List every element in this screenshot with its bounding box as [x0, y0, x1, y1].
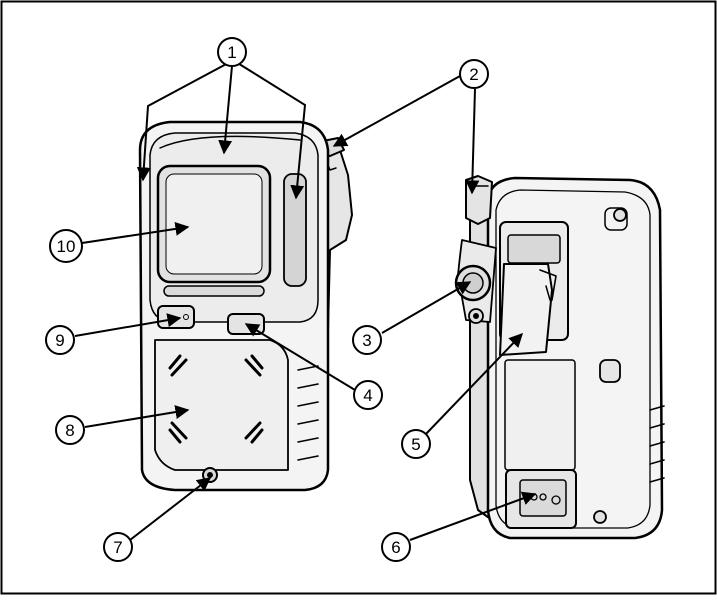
- leader-6: [409, 491, 537, 541]
- callout-4-label: 4: [363, 386, 372, 405]
- callout-3: 3: [352, 325, 382, 355]
- callout-1-label: 1: [227, 43, 236, 62]
- belt-clip: [499, 221, 569, 356]
- callout-2: 2: [459, 59, 489, 89]
- callout-5: 5: [401, 429, 431, 459]
- callout-9-label: 9: [55, 331, 64, 350]
- callouts: 1 2 3 4 5 6 7 8: [45, 37, 489, 562]
- callout-9: 9: [45, 325, 75, 355]
- leader-10: [81, 221, 190, 244]
- callout-8: 8: [55, 415, 85, 445]
- callout-10: 10: [49, 229, 83, 263]
- callout-8-label: 8: [65, 421, 74, 440]
- callout-4: 4: [353, 380, 383, 410]
- rear-label-area: [504, 359, 576, 471]
- leader-4: [244, 323, 356, 391]
- leader-2-down: [465, 88, 480, 195]
- callout-10-label: 10: [57, 237, 76, 256]
- leader-7: [129, 477, 212, 541]
- callout-6: 6: [381, 532, 411, 562]
- leader-1-right: [235, 61, 307, 200]
- front-view-device: [138, 120, 353, 492]
- leader-3: [381, 281, 472, 334]
- callout-7-label: 7: [113, 538, 122, 557]
- leader-lines: [74, 61, 537, 541]
- leader-1-left: [136, 61, 231, 182]
- leader-8: [84, 405, 190, 428]
- callout-5-label: 5: [411, 435, 420, 454]
- sensor-grille: [154, 339, 289, 471]
- callout-1: 1: [217, 37, 247, 67]
- callout-6-label: 6: [391, 538, 400, 557]
- alarm-led-bar: [283, 173, 307, 287]
- leader-1-center: [218, 65, 233, 155]
- leader-9: [74, 313, 182, 337]
- rear-view-device: [454, 175, 665, 540]
- callout-3-label: 3: [362, 331, 371, 350]
- leader-2-left: [332, 75, 461, 147]
- callout-2-label: 2: [469, 65, 478, 84]
- callout-7: 7: [103, 532, 133, 562]
- leader-5: [424, 332, 523, 436]
